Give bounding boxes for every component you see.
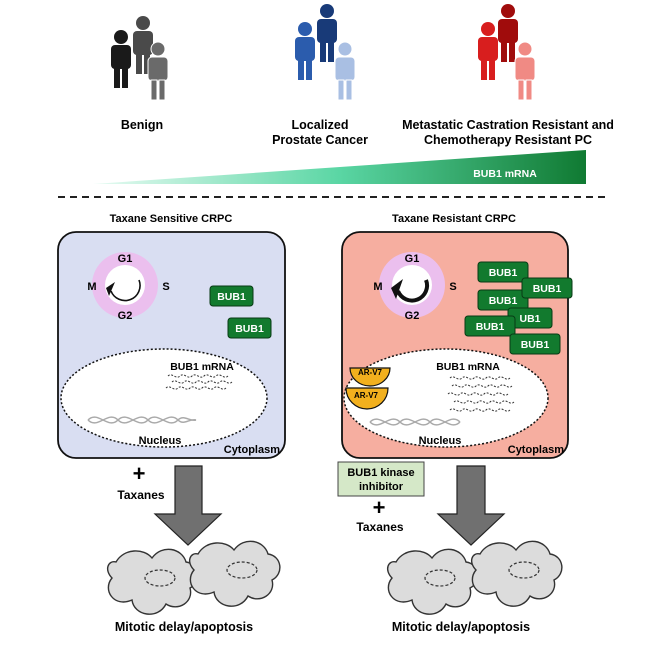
- left-drug-label: Taxanes: [117, 488, 164, 502]
- cell-cycle-arrow-icon: [106, 279, 141, 302]
- person-icon: [147, 41, 169, 101]
- metastatic-label-line1: Metastatic Castration Resistant and: [402, 118, 614, 132]
- apoptotic-cell-icon: [106, 548, 199, 615]
- right-bub1-protein: [464, 315, 516, 337]
- right-bub1-label: BUB1: [533, 283, 562, 295]
- arv7-protein: [349, 367, 391, 387]
- left-cell-cycle-center: [105, 265, 145, 305]
- right-s-label: S: [449, 281, 456, 293]
- right-bub1-label: UB1: [519, 313, 540, 325]
- right-nucleus-label: Nucleus: [419, 435, 462, 447]
- dna-helix-icon: [87, 416, 197, 424]
- right-bub1-protein: [477, 289, 529, 311]
- localized-group: [295, 4, 356, 101]
- right-mrna-label: BUB1 mRNA: [436, 361, 500, 373]
- right-bub1-label: BUB1: [476, 321, 505, 333]
- arv7-label: AR-V7: [358, 368, 383, 377]
- left-bub1-protein: [227, 317, 272, 339]
- person-icon: [498, 4, 518, 62]
- right-bub1-label: BUB1: [521, 339, 550, 351]
- right-panel-title: Taxane Resistant CRPC: [392, 213, 516, 225]
- apoptotic-cell-icon: [386, 548, 479, 615]
- metastatic-label-line2: Chemotherapy Resistant PC: [424, 133, 592, 147]
- apoptotic-cell-icon: [188, 540, 281, 607]
- person-icon: [317, 4, 337, 62]
- person-icon: [514, 41, 536, 101]
- left-nucleus: [60, 348, 268, 448]
- left-panel-title: Taxane Sensitive CRPC: [110, 213, 233, 225]
- person-icon: [334, 41, 356, 101]
- arv7-protein: [345, 387, 389, 410]
- apoptotic-cell-icon: [470, 540, 563, 607]
- localized-label-line2: Prostate Cancer: [272, 133, 368, 147]
- right-cytoplasm-label: Cytoplasm: [508, 444, 564, 456]
- person-icon: [478, 22, 498, 80]
- left-nucleus-label: Nucleus: [139, 435, 182, 447]
- right-outcome-label: Mitotic delay/apoptosis: [392, 620, 530, 634]
- cell-cycle-arrow-icon: [391, 279, 430, 303]
- left-outcome-label: Mitotic delay/apoptosis: [115, 620, 253, 634]
- left-m-label: M: [87, 281, 96, 293]
- down-arrow-icon: [436, 465, 506, 546]
- right-plus-sign: +: [373, 495, 386, 520]
- left-bub1-protein: [209, 285, 254, 307]
- left-s-label: S: [162, 281, 169, 293]
- left-bub1-label: BUB1: [217, 291, 246, 303]
- left-g1-label: G1: [118, 253, 133, 265]
- arv7-label: AR-V7: [354, 391, 379, 400]
- bub1-mrna-gradient-wedge: [93, 150, 586, 184]
- inhibitor-label-line2: inhibitor: [359, 481, 404, 493]
- benign-label: Benign: [121, 118, 163, 132]
- benign-group: [111, 16, 169, 101]
- right-drug-label: Taxanes: [356, 520, 403, 534]
- right-bub1-label: BUB1: [489, 295, 518, 307]
- left-bub1-label: BUB1: [235, 323, 264, 335]
- left-g2-label: G2: [118, 310, 133, 322]
- left-plus-sign: +: [133, 461, 146, 486]
- dna-helix-icon: [369, 418, 461, 426]
- right-bub1-label: BUB1: [489, 267, 518, 279]
- right-bub1-protein: [509, 333, 561, 355]
- person-icon: [295, 22, 315, 80]
- right-g1-label: G1: [405, 253, 420, 265]
- gradient-label: BUB1 mRNA: [473, 168, 537, 180]
- localized-label-line1: Localized: [292, 118, 349, 132]
- metastatic-group: [478, 4, 536, 101]
- right-bub1-protein: [477, 261, 529, 283]
- right-nucleus: [343, 348, 549, 448]
- person-icon: [111, 30, 131, 88]
- right-m-label: M: [373, 281, 382, 293]
- bub1-inhibitor-box: [337, 461, 425, 497]
- right-g2-label: G2: [405, 310, 420, 322]
- left-cytoplasm-label: Cytoplasm: [224, 444, 280, 456]
- inhibitor-label-line1: BUB1 kinase: [347, 467, 414, 479]
- left-cell: G1 S G2 M BUB1 BUB1 BUB1 mRNA Nucleus Cy…: [57, 231, 286, 459]
- right-cell: G1 S G2 M BUB1 BUB1 BUB1 UB1 BUB1 BUB1 B…: [341, 231, 573, 459]
- left-mrna-label: BUB1 mRNA: [170, 361, 234, 373]
- right-bub1-protein: [521, 277, 573, 299]
- down-arrow-icon: [153, 465, 223, 546]
